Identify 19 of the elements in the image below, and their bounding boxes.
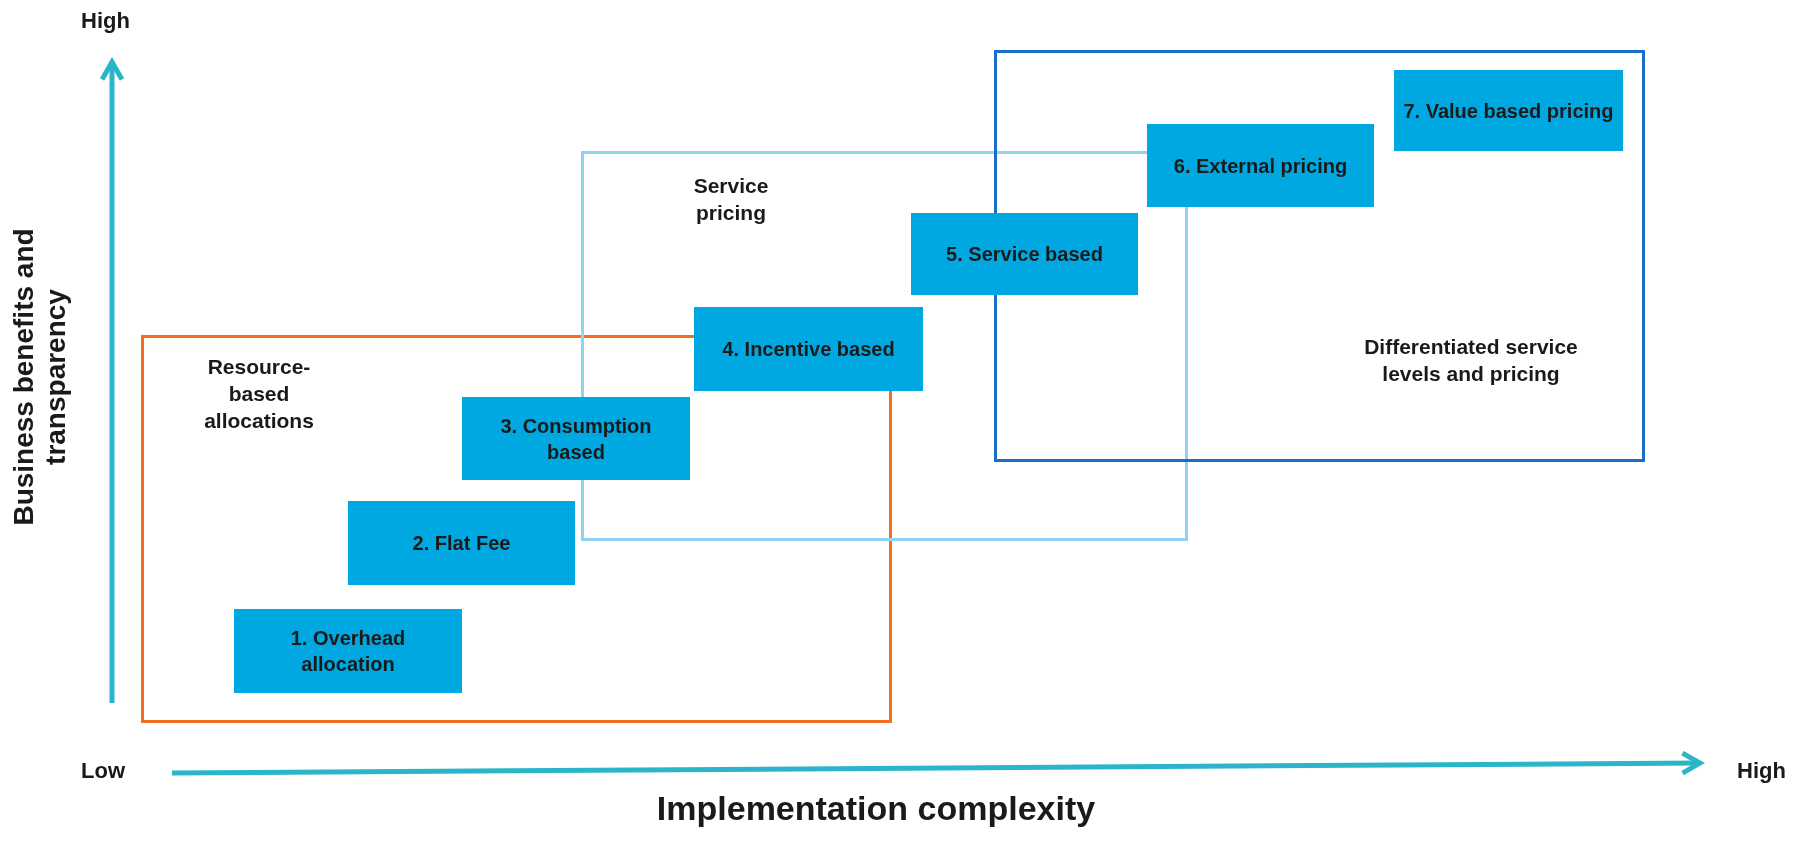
step-label: 3. Consumption based [499,413,653,465]
step-label: 1. Overhead allocation [289,626,407,677]
step-label: 7. Value based pricing [1402,98,1615,124]
axis-title: Business benefits and transparency [8,227,72,528]
step-label: 4. Incentive based [721,337,896,362]
step-label: 6. External pricing [1172,153,1349,179]
step-box [234,609,462,693]
axis-end-label: High [1737,758,1786,784]
step-box [348,501,575,585]
group-frame [141,335,892,723]
axis-end-label: High [81,8,130,34]
group-heading: Resource-based allocations [203,354,315,434]
group-heading: Service pricing [692,173,770,226]
axis-end-label: Low [81,758,125,784]
step-box [1394,70,1623,151]
group-heading: Differentiated service levels and pricing [1363,334,1579,387]
step-label: 5. Service based [945,242,1104,267]
step-label: 2. Flat Fee [411,531,512,556]
axis-title: Implementation complexity [656,789,1096,828]
